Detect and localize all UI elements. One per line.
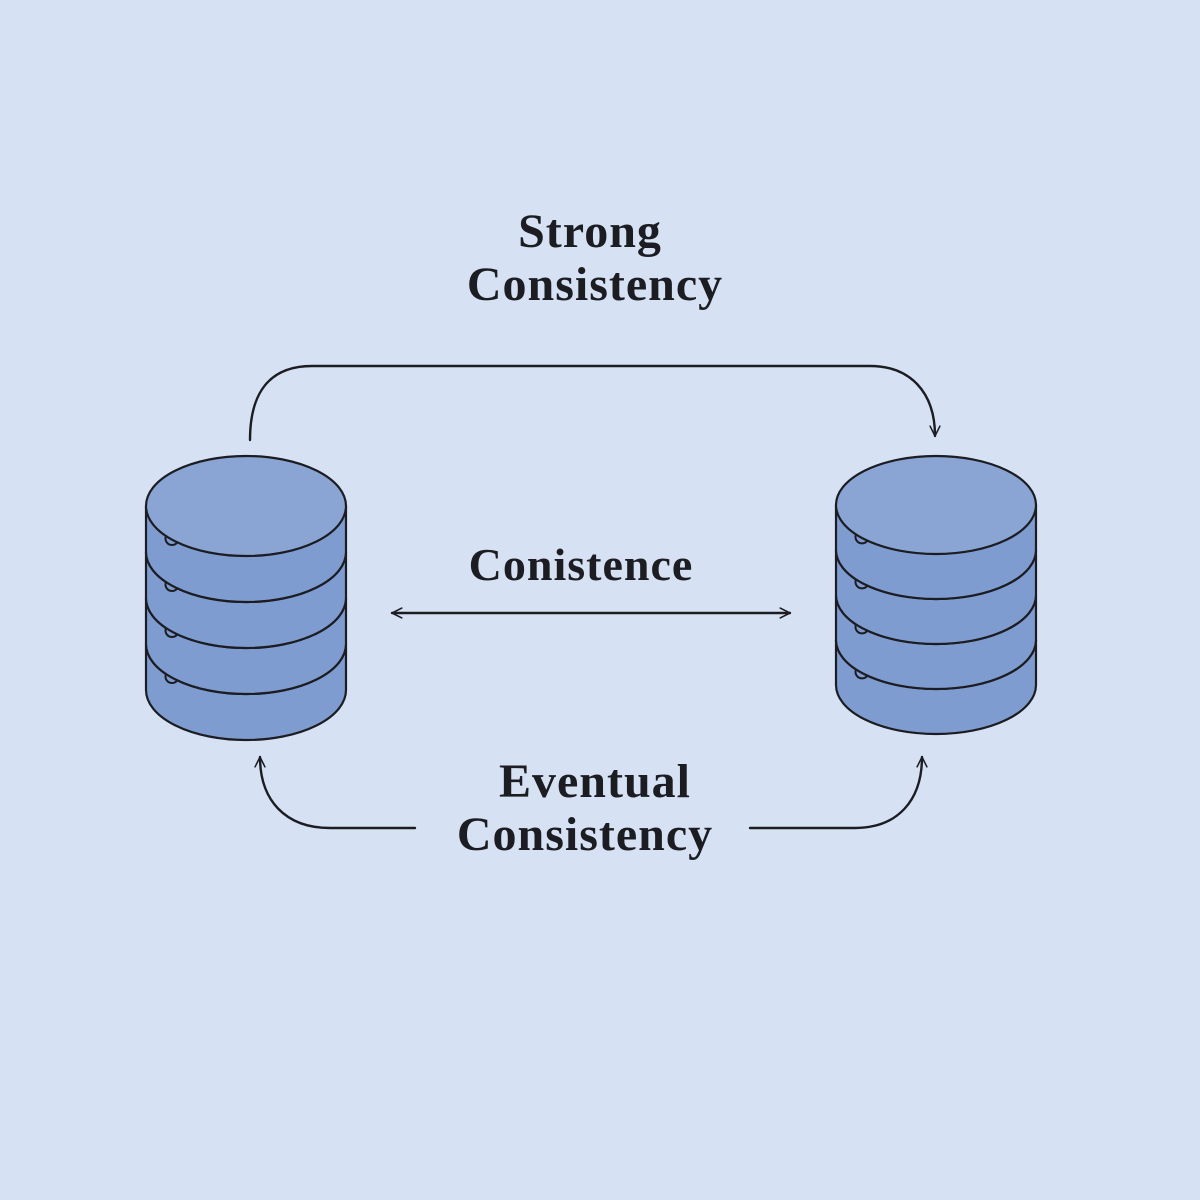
database-top bbox=[834, 454, 1038, 556]
strong-consistency-label-line1: Strong bbox=[518, 205, 662, 258]
eventual-consistency-arrow-right bbox=[748, 755, 928, 830]
database-left-icon bbox=[144, 454, 348, 742]
database-right-icon bbox=[834, 454, 1038, 736]
eventual-consistency-arrow-left bbox=[254, 755, 417, 830]
strong-consistency-arrow bbox=[248, 364, 941, 442]
database-top bbox=[144, 454, 348, 558]
eventual-consistency-label-line1: Eventual bbox=[499, 755, 691, 808]
eventual-consistency-label-line2: Consistency bbox=[457, 808, 713, 861]
strong-consistency-label-line2: Consistency bbox=[467, 258, 723, 311]
middle-consistency-label: Conistence bbox=[469, 539, 694, 590]
